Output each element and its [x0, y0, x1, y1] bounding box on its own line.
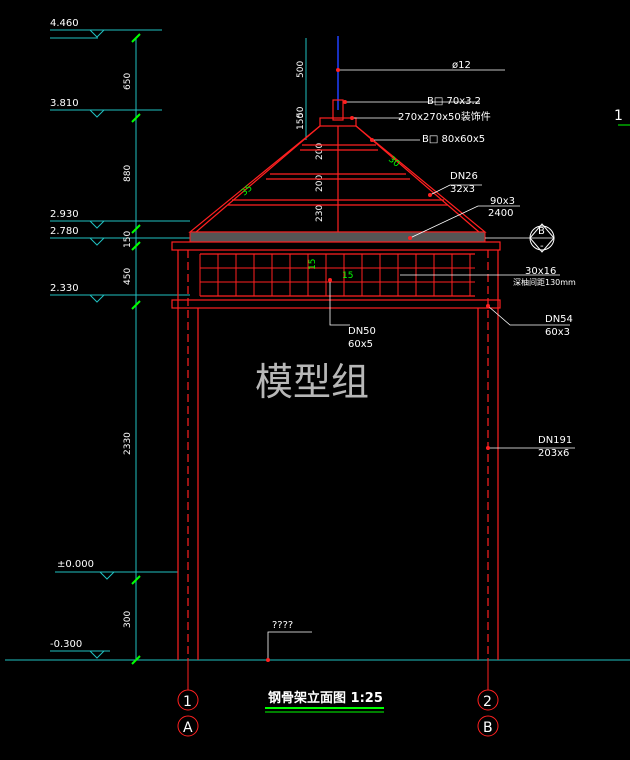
label-slat15a: 15 — [308, 259, 318, 270]
elev-neg0300: -0.300 — [50, 639, 82, 650]
top-dim-150: 150 — [296, 113, 306, 130]
side-mark: 1 — [614, 108, 623, 124]
elev-4460: 4.460 — [50, 18, 79, 29]
label-d30: 30x16 — [525, 266, 556, 277]
label-dn26-size: 32x3 — [450, 184, 475, 195]
elevation-markers — [50, 29, 190, 659]
label-dn54: DN54 — [545, 314, 573, 325]
dim-150: 150 — [123, 231, 133, 248]
beam-band — [171, 241, 501, 309]
lattice-grid — [199, 254, 475, 296]
callout-b-letter: B — [538, 226, 545, 237]
top-dim-200b: 200 — [315, 175, 325, 192]
label-d30-note: 深柚间距130mm — [513, 277, 576, 287]
top-dim-500: 500 — [296, 61, 306, 78]
label-slat15b: 15 — [342, 271, 353, 281]
axis-marker-2b: 2 B — [477, 660, 499, 737]
dimension-chain — [131, 33, 141, 665]
top-dim-200a: 200 — [315, 143, 325, 160]
label-plate: 270x270x50装饰件 — [398, 110, 491, 123]
dim-300: 300 — [123, 611, 133, 628]
label-dn50-size: 60x5 — [348, 339, 373, 350]
elev-2930: 2.930 — [50, 209, 79, 220]
columns — [177, 250, 499, 660]
leaders — [267, 69, 575, 660]
axis-num-1: 1 — [183, 694, 192, 710]
axis-letter-a: A — [183, 720, 193, 736]
axis-marker-1a: 1 A — [177, 660, 199, 737]
top-dim-230: 230 — [315, 205, 325, 222]
dim-650: 650 — [123, 73, 133, 90]
elev-3810: 3.810 — [50, 98, 79, 109]
label-dn26: DN26 — [450, 171, 478, 182]
roof-deck — [189, 231, 486, 243]
label-angle-left: 35 — [240, 183, 255, 198]
label-r2400: 2400 — [488, 208, 513, 219]
label-ground-note: ???? — [272, 620, 293, 631]
watermark: 模型组 — [255, 360, 369, 404]
label-dn191: DN191 — [538, 435, 572, 446]
section-callout-b: B - — [485, 223, 555, 253]
top-dim-50: 50 — [296, 106, 306, 118]
top-dim-texts: 500 50 150 200 200 230 — [296, 61, 325, 222]
dim-450: 450 — [123, 268, 133, 285]
leader-dots — [266, 68, 490, 662]
label-b-tube: B□ 70x3.2 — [427, 96, 481, 107]
dimension-texts: 650 880 150 450 2330 300 — [123, 73, 133, 628]
elevation-texts: 4.460 3.810 2.930 2.780 2.330 ±0.000 -0.… — [50, 18, 94, 650]
roof-frame — [188, 99, 487, 233]
label-dn191-size: 203x6 — [538, 448, 569, 459]
label-angle-right: 30 — [386, 155, 401, 170]
elev-2330: 2.330 — [50, 283, 79, 294]
axis-num-2: 2 — [483, 694, 492, 710]
callouts: ø12 B□ 70x3.2 270x270x50装饰件 B□ 80x60x5 D… — [240, 60, 577, 631]
dim-880: 880 — [123, 165, 133, 182]
label-dn54-size: 60x3 — [545, 327, 570, 338]
drawing-title: 钢骨架立面图 1:25 — [268, 690, 383, 706]
dim-2330: 2330 — [123, 432, 133, 455]
label-dn50: DN50 — [348, 326, 376, 337]
label-rod: ø12 — [452, 60, 471, 71]
label-rafter: B□ 80x60x5 — [422, 134, 485, 145]
elev-2780: 2.780 — [50, 226, 79, 237]
callout-b-sub: - — [540, 241, 544, 252]
elev-0000: ±0.000 — [57, 559, 94, 570]
label-r90: 90x3 — [490, 196, 515, 207]
axis-letter-b: B — [483, 720, 493, 736]
